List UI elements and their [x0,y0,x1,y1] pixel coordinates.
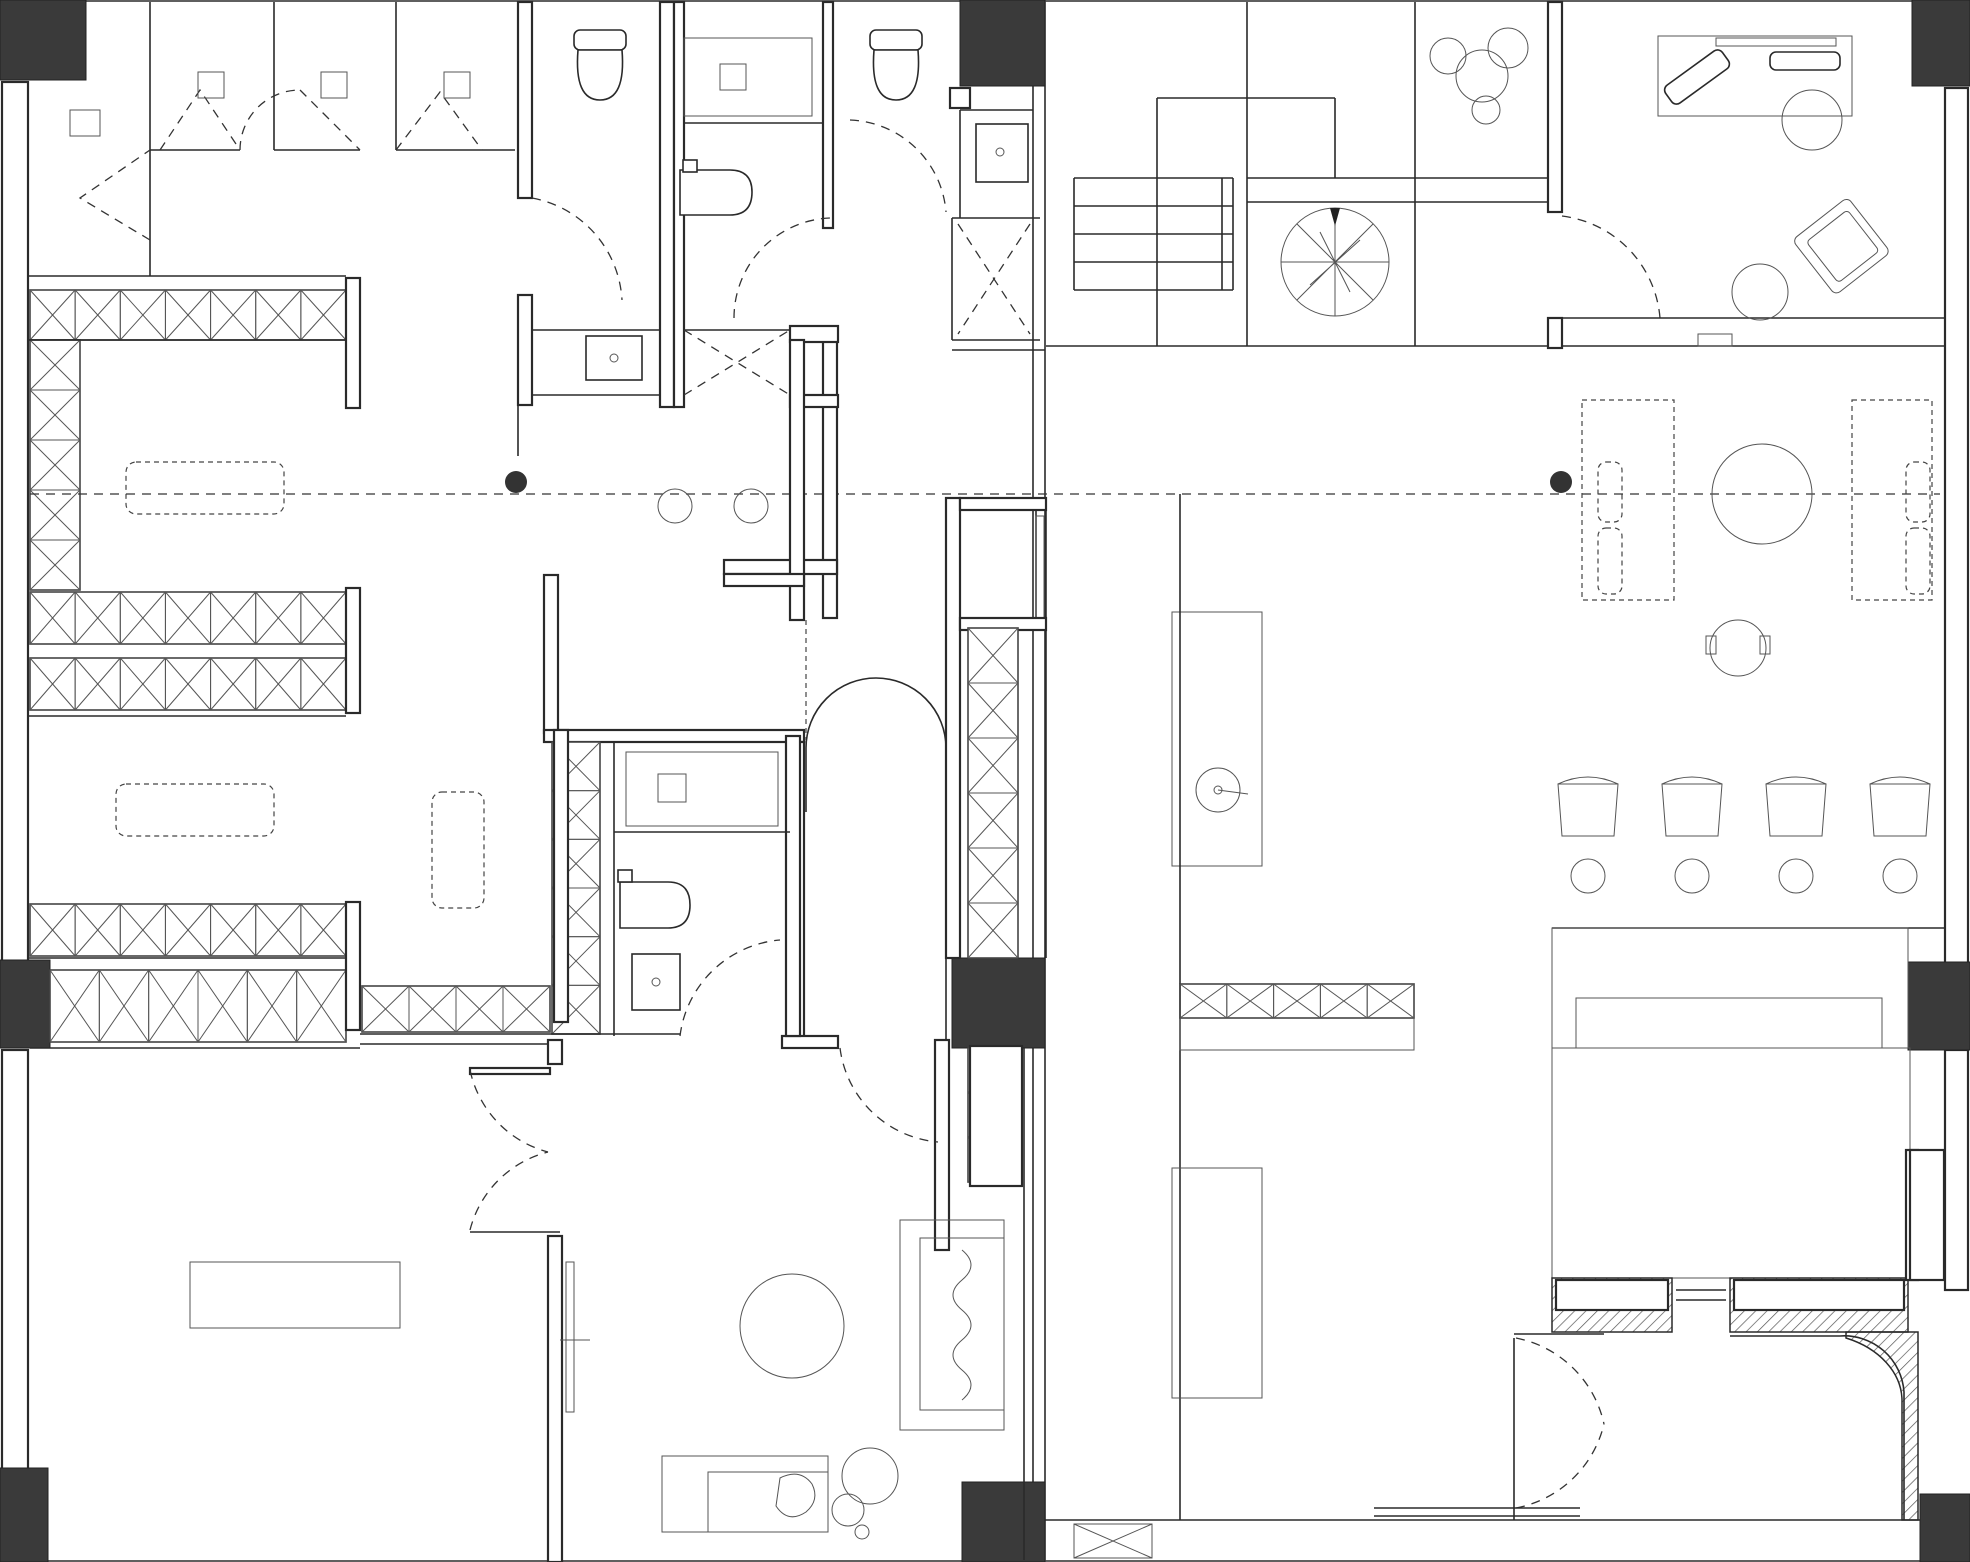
side-table [841,1447,899,1505]
washbasin-icon [1195,767,1241,813]
sofa-icon [899,1219,1005,1431]
storage-cabinet [29,657,347,711]
bedroom [1073,927,1946,1559]
storage-cabinet [1179,983,1415,1019]
door-swing-icon [679,939,781,1037]
bar-stool-icon [1557,776,1619,894]
column-block [0,959,51,1049]
potted-plant-icon [1429,27,1529,125]
left-dashed-furniture [115,461,485,909]
storage-cabinet [29,289,347,341]
washbasin-icon [631,953,681,1011]
storage-cabinet [29,339,81,591]
column-block [0,1467,49,1562]
toilet-icon [617,869,691,929]
bar-stool-icon [1869,776,1931,894]
door-swing-icon [839,1047,939,1143]
armchair-icon [1794,198,1889,294]
desk [189,1261,401,1329]
round-table-icon [1280,207,1390,317]
door-swing-icon [733,217,831,319]
door-swing-icon [1515,1423,1605,1509]
column-block [0,0,87,81]
door-swing-icon [469,1069,549,1153]
door-swing-icon [1515,1337,1605,1425]
bed-icon [1551,997,1911,1279]
bar-stools [1557,776,1931,894]
column-block [959,0,1046,87]
column-block [1919,1493,1970,1562]
counter [1171,611,1263,867]
washroom-top-left [28,2,515,277]
round-chair [1781,89,1843,151]
washbasin-icon [585,335,643,381]
lower-lounge [661,1044,1025,1560]
lower-left-room [30,1047,590,1562]
axis-node [505,471,527,493]
left-walls [28,276,362,1032]
bar-stool-icon [1765,776,1827,894]
washbasin-icon [975,123,1029,183]
column-block [1907,961,1970,1051]
column-block [961,1481,1046,1562]
axis-node [1550,471,1572,493]
storage-cabinet [967,627,1019,959]
door-swing-icon [849,119,947,213]
storage-cabinet [29,903,347,957]
bar-stool-icon [1661,776,1723,894]
door-swing-icon [469,1151,549,1231]
storage-cabinets-left [29,289,347,1043]
desk [1657,35,1853,117]
door-swing-icon [1561,215,1661,319]
stair-icon [1073,177,1234,291]
round-stool [733,488,769,524]
floor-drain-icon [69,71,471,137]
round-stool [657,488,693,524]
arch-opening [805,677,947,1048]
counter [1171,1167,1263,1399]
storage-cabinet [49,969,347,1043]
shower-tray [683,37,813,117]
storage-cabinets-center [361,627,1943,1281]
floor-drain-icon [719,63,747,91]
storage-cabinet [361,985,551,1033]
armchair-icon [661,1455,829,1533]
right-dining [1171,399,1945,1520]
door-swing-icon [531,197,623,301]
storage-cabinet [29,591,347,645]
column-block [951,957,1046,1049]
round-stool [1731,263,1789,321]
shower-tray [625,751,779,827]
wc-block-top [516,0,1045,620]
column-block [1911,0,1970,87]
top-right-area [1046,0,1945,350]
armchair-icon [1705,619,1771,677]
round-table-icon [739,1273,845,1379]
toilet-icon [573,29,923,216]
floor-drain-icon [657,773,687,803]
wc-block-bottom [360,728,802,1066]
side-table [831,1493,865,1527]
round-table-icon [1711,443,1813,545]
door-panel [565,1261,575,1413]
